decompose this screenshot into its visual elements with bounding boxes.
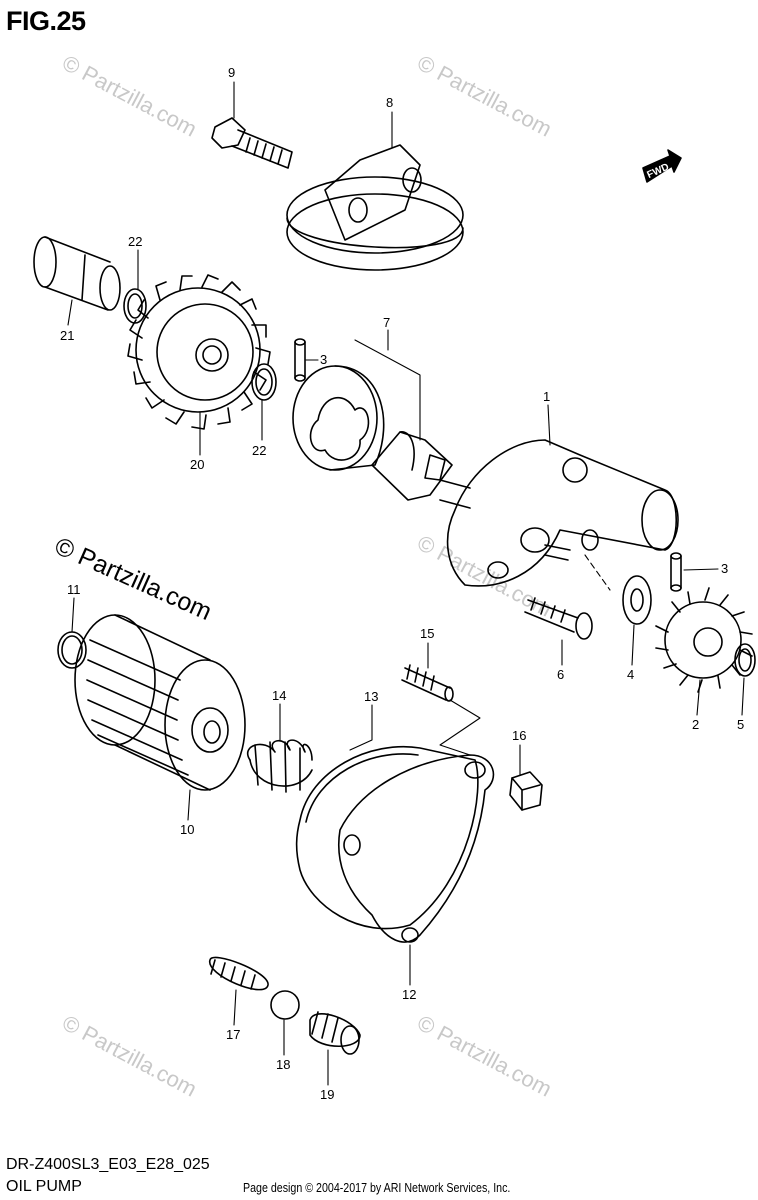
- callout-21: 21: [60, 328, 74, 343]
- callout-14: 14: [272, 688, 286, 703]
- model-code: DR-Z400SL3_E03_E28_025: [6, 1156, 210, 1173]
- callout-19: 19: [320, 1087, 334, 1102]
- part-3-dowel-pin-lower: [670, 552, 682, 592]
- callout-18: 18: [276, 1057, 290, 1072]
- callout-3-lower: 3: [721, 561, 728, 576]
- callout-11: 11: [67, 582, 81, 597]
- part-9-bolt: [211, 117, 293, 169]
- callout-3-upper: 3: [320, 352, 327, 367]
- part-7-rotor-set: [292, 365, 453, 501]
- part-13-gasket: [295, 746, 479, 930]
- part-15-stud: [401, 664, 454, 702]
- callout-22-lower: 22: [252, 443, 266, 458]
- leader-lines: [67, 81, 745, 1086]
- callout-13: 13: [364, 689, 378, 704]
- part-4-washer: [622, 575, 652, 625]
- callout-2: 2: [692, 717, 699, 732]
- part-17-relief-spring: [209, 956, 269, 991]
- forward-direction-arrow: FWD: [642, 149, 682, 183]
- part-12-pump-cover: [338, 754, 495, 943]
- part-19-plug: [309, 1011, 361, 1055]
- part-11-o-ring: [57, 631, 87, 669]
- callout-16: 16: [512, 728, 526, 743]
- part-2-drive-gear: [655, 587, 753, 693]
- part-22-circlip-lower: [251, 363, 277, 401]
- callout-6: 6: [557, 667, 564, 682]
- callout-15: 15: [420, 626, 434, 641]
- callout-5: 5: [737, 717, 744, 732]
- callout-20: 20: [190, 457, 204, 472]
- part-22-circlip: [123, 288, 147, 324]
- callout-12: 12: [402, 987, 416, 1002]
- part-10-oil-filter: [74, 614, 246, 791]
- callout-4: 4: [627, 667, 634, 682]
- callout-10: 10: [180, 822, 194, 837]
- part-6-screw: [524, 597, 593, 640]
- page-credit: Page design © 2004-2017 by ARI Network S…: [243, 1180, 511, 1195]
- part-14-spring: [246, 739, 313, 793]
- part-8-cover-cap: [286, 144, 464, 271]
- figure-title: FIG.25: [6, 6, 86, 36]
- part-20-driven-gear: [127, 274, 271, 430]
- callout-7: 7: [383, 315, 390, 330]
- callout-17: 17: [226, 1027, 240, 1042]
- part-3-dowel-pin: [294, 338, 306, 382]
- part-18-ball: [270, 990, 300, 1020]
- callout-9: 9: [228, 65, 235, 80]
- callout-numbers: 9 8 22 21 7 3 1 20 22 3 11 6 4 2 5 15 14…: [60, 65, 744, 1102]
- part-16-cap-nut: [509, 771, 543, 811]
- callout-1: 1: [543, 389, 550, 404]
- part-5-circlip: [734, 643, 756, 677]
- part-1-pump-body: [439, 439, 679, 587]
- part-21-shaft: [33, 236, 121, 311]
- section-name: OIL PUMP: [6, 1178, 82, 1195]
- callout-8: 8: [386, 95, 393, 110]
- callout-22-upper: 22: [128, 234, 142, 249]
